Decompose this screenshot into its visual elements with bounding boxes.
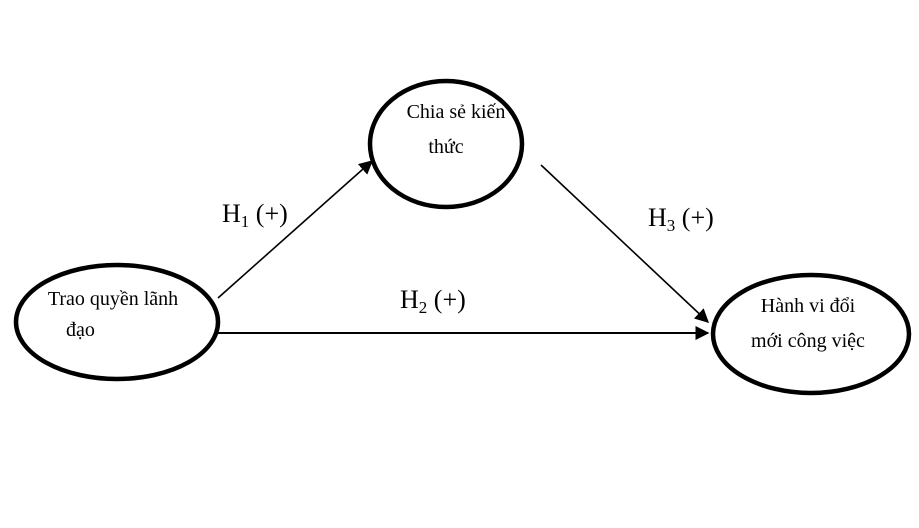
hypothesis-label-h1: H1 (+) bbox=[222, 199, 288, 231]
node-leadership-empowerment: Trao quyền lãnh đạo bbox=[13, 262, 221, 382]
node-label-line2: đạo bbox=[66, 319, 95, 341]
node-knowledge-sharing: Chia sẻ kiến thức bbox=[367, 78, 525, 210]
node-label-line2: thức bbox=[428, 136, 463, 158]
node-label-line1: Hành vi đổi bbox=[761, 295, 856, 317]
arrow-h3 bbox=[540, 164, 710, 323]
hypothesis-label-h3: H3 (+) bbox=[648, 203, 714, 235]
node-label-line2: mới công việc bbox=[751, 330, 865, 352]
arrow-h1 bbox=[217, 160, 374, 299]
node-label-line1: Trao quyền lãnh bbox=[48, 288, 178, 310]
hypothesis-label-h2: H2 (+) bbox=[400, 285, 466, 317]
node-label-line1: Chia sẻ kiến bbox=[407, 101, 506, 123]
node-innovative-work-behavior: Hành vi đổi mới công việc bbox=[710, 272, 912, 396]
